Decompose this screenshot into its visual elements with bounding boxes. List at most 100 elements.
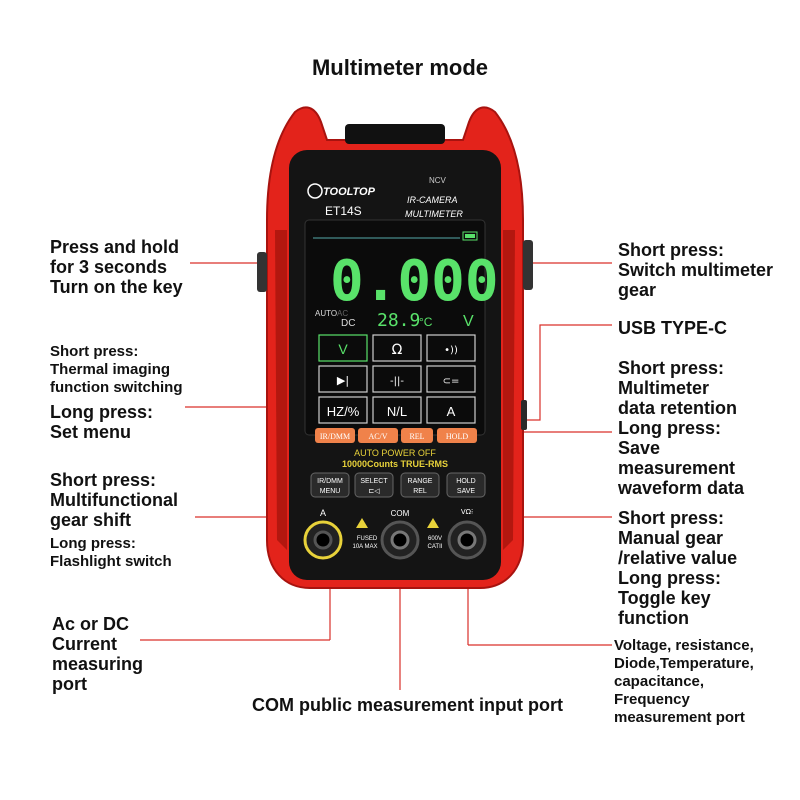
annotation-manual-gear: Short press: Manual gear /relative value — [618, 508, 737, 568]
button-range-rel[interactable] — [400, 472, 440, 498]
brand-logo: TOOLTOP — [323, 186, 376, 198]
annotation-line: Manual gear — [618, 528, 724, 548]
model-label: ET14S — [325, 204, 362, 218]
ir-sensor-bar — [345, 124, 445, 144]
annotation-data-retention: Short press: Multimeter data retention — [618, 358, 737, 418]
softkey-label: HOLD — [446, 432, 468, 441]
button-label: REL — [413, 488, 427, 495]
product-line-1: IR-CAMERA — [407, 195, 458, 205]
warning-icon — [427, 518, 439, 528]
button-hold-save[interactable] — [446, 472, 486, 498]
warning-icon — [356, 518, 368, 528]
button-select[interactable] — [354, 472, 394, 498]
grid-label: HZ/% — [327, 404, 360, 419]
annotation-line: /relative value — [618, 548, 738, 568]
grid-cell — [318, 396, 368, 424]
usb-port[interactable] — [521, 400, 527, 430]
grid-cell — [318, 334, 368, 362]
boot-shadow-left — [275, 230, 287, 550]
temperature-unit: °C — [419, 315, 433, 329]
annotation-line: Diode,Temperature, — [614, 655, 754, 672]
grid-label: •)) — [444, 345, 458, 356]
annotation-switch-gear: Short press: Switch multimeter gear — [618, 240, 773, 300]
port-v-hole[interactable] — [457, 530, 477, 550]
button-label: ⊏◁ — [368, 487, 380, 495]
multimeter-device: TOOLTOP NCV ET14S IR-CAMERA MULTIMETER 0… — [257, 106, 533, 589]
annotation-line: Toggle key — [618, 588, 711, 608]
button-label: MENU — [320, 488, 341, 495]
annotation-set-menu: Long press: Set menu — [50, 402, 153, 442]
power-key[interactable] — [257, 252, 267, 292]
annotation-gear-shift: Short press: Multifunctional gear shift — [50, 470, 178, 530]
button-irdmm-menu[interactable] — [310, 472, 350, 498]
boot-shadow-right — [503, 230, 515, 550]
annotation-line: Turn on the key — [50, 277, 183, 297]
annotation-line: Thermal imaging — [50, 361, 171, 378]
annotation-toggle-key: Long press: Toggle key function — [618, 568, 721, 628]
annotation-line: Short press: — [618, 358, 725, 378]
annotation-line: Flashlight switch — [50, 553, 172, 570]
grid-cell — [372, 396, 422, 424]
port-com-hole[interactable] — [390, 530, 410, 550]
button-label: HOLD — [456, 478, 475, 485]
annotation-line: measurement port — [614, 709, 745, 726]
annotation-line: gear shift — [50, 510, 132, 530]
annotation-line: Set menu — [50, 422, 132, 442]
softkey-label: IR/DMM — [320, 432, 350, 441]
softkey-bg — [358, 428, 398, 443]
port-a-label: A — [320, 508, 326, 518]
annotation-com-port: COM public measurement input port — [252, 695, 564, 715]
annotation-line: function switching — [50, 379, 183, 396]
main-reading: 0.000 — [330, 249, 499, 314]
annotation-usb: USB TYPE-C — [618, 318, 728, 338]
softkey-label: AC/V — [368, 432, 387, 441]
annotation-line: Short press: — [618, 240, 725, 260]
annotation-thermal: Short press: Thermal imaging function sw… — [50, 343, 183, 397]
button-label: IR/DMM — [317, 478, 343, 485]
annotation-line: Voltage, resistance, — [614, 637, 754, 654]
battery-icon — [462, 231, 478, 241]
function-grid — [318, 334, 476, 424]
softkey-bg — [315, 428, 355, 443]
annotation-line: measurement — [618, 458, 736, 478]
notice-line-1: AUTO POWER OFF — [354, 448, 436, 458]
product-line-2: MULTIMETER — [405, 209, 463, 219]
cat-label: 600V — [428, 536, 442, 542]
annotation-line: Long press: — [50, 535, 136, 552]
grid-cell — [372, 334, 422, 362]
annotation-line: Long press: — [618, 418, 722, 438]
annotation-line: Save — [618, 438, 661, 458]
side-key-right[interactable] — [523, 240, 533, 290]
grid-cell — [426, 334, 476, 362]
annotation-line: Short press: — [50, 343, 139, 360]
button-label: SELECT — [360, 478, 388, 485]
page-title: Multimeter mode — [311, 55, 489, 80]
port-v-label: VΩ⁝ — [461, 508, 473, 516]
grid-cell — [372, 365, 422, 393]
grid-label: -||- — [390, 376, 404, 387]
softkey-bg — [437, 428, 477, 443]
annotation-line: measuring — [52, 654, 144, 674]
grid-label: A — [447, 404, 456, 419]
annotation-current-port: Ac or DC Current measuring port — [52, 614, 143, 694]
annotation-line: capacitance, — [614, 673, 705, 690]
softkey-bg — [401, 428, 433, 443]
battery-level — [465, 234, 475, 238]
grid-cell — [318, 365, 368, 393]
grid-cell — [426, 396, 476, 424]
annotation-line: function — [618, 608, 689, 628]
port-a-hole[interactable] — [313, 530, 333, 550]
annotation-save-waveform: Long press: Save measurement waveform da… — [618, 418, 744, 498]
annotation-line: waveform data — [618, 478, 745, 498]
annotation-line: Current — [52, 634, 118, 654]
annotation-line: port — [52, 674, 87, 694]
port-com-label: COM — [391, 509, 410, 518]
annotation-line: Long press: — [618, 568, 722, 588]
annotation-line: Frequency — [614, 691, 690, 708]
brand-logo-mark — [307, 183, 323, 199]
fused-label: FUSED — [357, 536, 378, 542]
grid-label: ⊂= — [443, 376, 460, 387]
annotation-power-key: Press and hold for 3 seconds Turn on the… — [50, 237, 183, 297]
annotation-line: data retention — [618, 398, 738, 418]
annotation-line: Short press: — [50, 470, 157, 490]
